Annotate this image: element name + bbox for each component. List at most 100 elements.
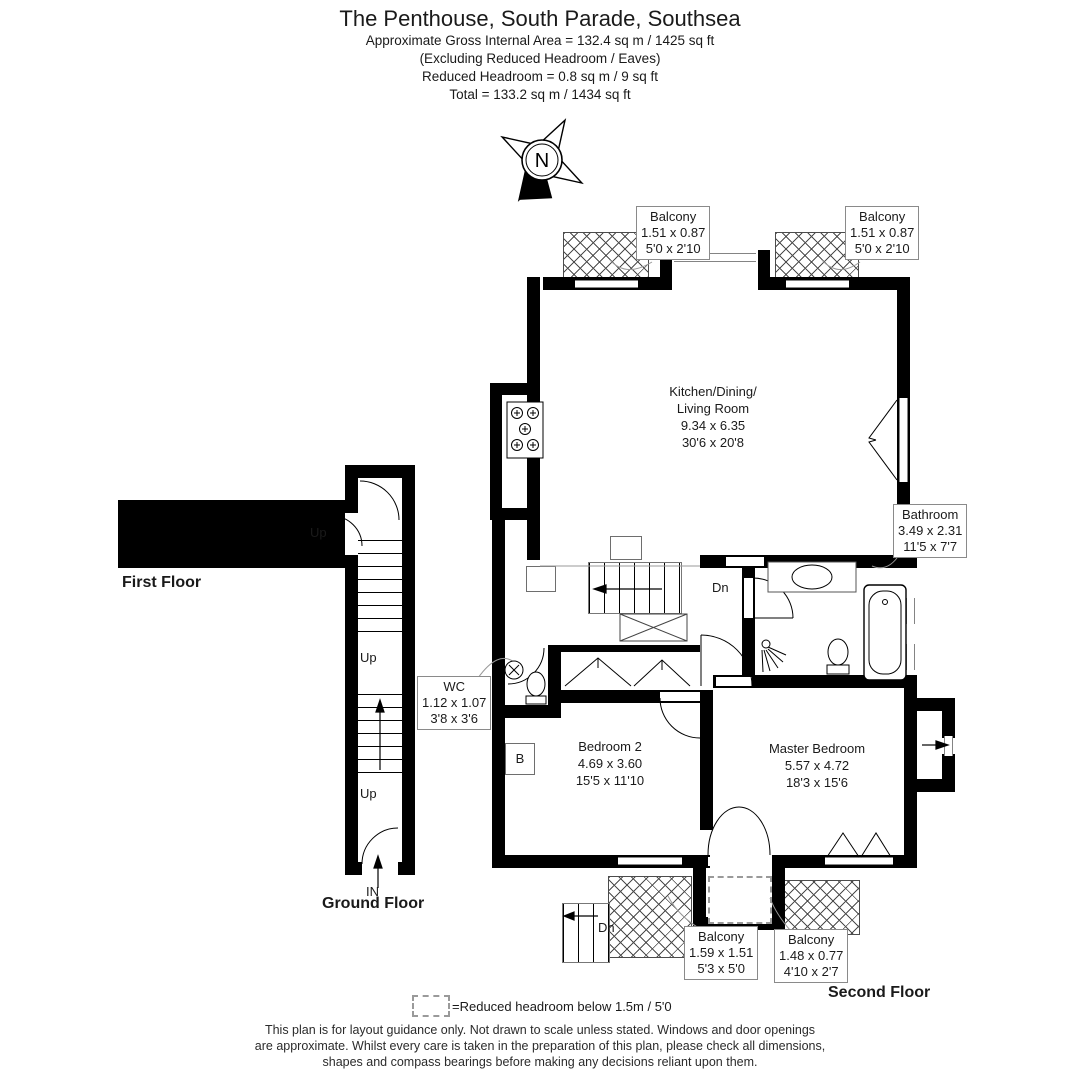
room-size-metric: 1.48 x 0.77: [779, 948, 844, 963]
bedroom2-label: Bedroom 2 4.69 x 3.60 15'5 x 11'10: [545, 738, 675, 789]
up-label-ground-run2: Up: [360, 786, 377, 801]
balcony-top-right-label-box: Balcony 1.51 x 0.87 5'0 x 2'10: [845, 206, 920, 260]
total-area-line: Total = 133.2 sq m / 1434 sq ft: [449, 87, 631, 102]
leader-lines: [477, 259, 898, 931]
door-opening: [716, 677, 752, 686]
room-size-imperial: 3'8 x 3'6: [430, 711, 478, 726]
dn-label-second-floor: Dn: [712, 580, 729, 595]
excluding-line: (Excluding Reduced Headroom / Eaves): [419, 51, 661, 66]
reduced-headroom-swatch: [412, 995, 450, 1017]
balcony-top-left-area: [563, 232, 649, 279]
room-name: Balcony: [650, 209, 697, 224]
room-size-imperial: 15'5 x 11'10: [575, 773, 645, 788]
gross-area-line: Approximate Gross Internal Area = 132.4 …: [365, 33, 715, 48]
room-name: Living Room: [676, 401, 750, 416]
door-opening: [726, 557, 764, 566]
wall-segment: [942, 754, 955, 792]
room-size-imperial: 4'10 x 2'7: [783, 964, 839, 979]
wall-segment: [548, 645, 700, 652]
window: [944, 736, 953, 756]
wardrobe-doors: [564, 657, 691, 687]
room-size-metric: 1.12 x 1.07: [422, 695, 487, 710]
stairs-up-run2: [358, 694, 402, 778]
master-bedroom-label: Master Bedroom 5.57 x 4.72 18'3 x 15'6: [742, 740, 892, 791]
window: [575, 280, 638, 288]
void-box: [619, 613, 688, 642]
wall-segment: [904, 688, 917, 868]
wc-sink-icon: [504, 660, 524, 680]
door-opening: [660, 692, 700, 701]
window: [786, 280, 849, 288]
bathroom-label-box: Bathroom 3.49 x 2.31 11'5 x 7'7: [893, 504, 968, 558]
balcony-bottom-left-label-box: Balcony 1.59 x 1.51 5'3 x 5'0: [684, 926, 759, 980]
boiler-label: B: [515, 751, 525, 766]
wall-segment: [490, 508, 527, 520]
disclaimer-line: are approximate. Whilst every care is ta…: [254, 1039, 826, 1053]
wall-segment: [492, 705, 561, 718]
room-size-imperial: 5'0 x 2'10: [854, 241, 910, 256]
shower-icon: [761, 639, 787, 673]
window: [825, 857, 893, 865]
room-size-metric: 4.69 x 3.60: [577, 756, 643, 771]
balcony-top-right-area: [775, 232, 859, 279]
room-name: Kitchen/Dining/: [669, 384, 757, 399]
wall-segment: [492, 520, 505, 868]
reduced-headroom-line: Reduced Headroom = 0.8 sq m / 9 sq ft: [422, 69, 658, 84]
room-size-imperial: 18'3 x 15'6: [785, 775, 849, 790]
reduced-headroom-area: [708, 876, 772, 924]
bathtub-icon: [863, 584, 907, 681]
wall-segment: [660, 250, 672, 290]
room-name: Bathroom: [901, 507, 959, 522]
room-size-metric: 1.51 x 0.87: [641, 225, 706, 240]
entrance-opening: [362, 862, 398, 875]
room-name: Master Bedroom: [768, 741, 866, 756]
wall-segment: [942, 698, 955, 738]
room-size-metric: 1.59 x 1.51: [689, 945, 754, 960]
wall-segment: [700, 690, 713, 830]
bathroom-toilet-icon: [826, 638, 850, 675]
wc-label-box: WC 1.12 x 1.07 3'8 x 3'6: [417, 676, 492, 730]
balcony-door: [618, 857, 682, 865]
in-label-entrance: IN: [366, 884, 379, 899]
french-door-opening: [708, 857, 770, 866]
room-size-metric: 5.57 x 4.72: [784, 758, 850, 773]
boiler-box: B: [505, 743, 535, 775]
window: [906, 644, 915, 670]
svg-text:N: N: [535, 150, 549, 172]
door-opening: [744, 578, 753, 618]
stairs-down-second-floor: [588, 562, 682, 614]
dn-label-external-stairs: Dn: [598, 920, 615, 935]
furniture-unit: [526, 566, 556, 592]
door-opening: [345, 513, 358, 555]
title-block: The Penthouse, South Parade, Southsea Ap…: [0, 6, 1080, 104]
balcony-bottom-left-area: [608, 876, 692, 958]
balcony-bottom-right-label-box: Balcony 1.48 x 0.77 4'10 x 2'7: [774, 929, 849, 983]
up-label-ground-run1: Up: [360, 650, 377, 665]
legend: =Reduced headroom below 1.5m / 5'0: [412, 995, 672, 1017]
wall-segment: [490, 383, 502, 520]
page-title: The Penthouse, South Parade, Southsea: [339, 6, 741, 31]
first-floor-label: First Floor: [122, 574, 202, 591]
legend-text: =Reduced headroom below 1.5m / 5'0: [452, 998, 672, 1014]
room-size-imperial: 11'5 x 7'7: [903, 539, 958, 554]
room-name: Bedroom 2: [578, 739, 642, 754]
room-size-imperial: 5'0 x 2'10: [645, 241, 701, 256]
room-size-imperial: 5'3 x 5'0: [697, 961, 745, 976]
balcony-top-left-label-box: Balcony 1.51 x 0.87 5'0 x 2'10: [636, 206, 711, 260]
room-size-metric: 3.49 x 2.31: [898, 523, 963, 538]
wall-segment: [527, 277, 540, 560]
room-size-metric: 9.34 x 6.35: [680, 418, 746, 433]
room-name: WC: [443, 679, 465, 694]
up-label-first-floor: Up: [310, 525, 327, 540]
room-size-metric: 1.51 x 0.87: [850, 225, 915, 240]
kitchen-label: Kitchen/Dining/ Living Room 9.34 x 6.35 …: [638, 383, 788, 451]
disclaimer-line: shapes and compass bearings before makin…: [322, 1055, 758, 1069]
window: [906, 598, 915, 624]
room-name: Balcony: [859, 209, 906, 224]
balcony-bottom-right-area: [775, 880, 860, 935]
second-floor-label: Second Floor: [828, 984, 931, 1001]
wall-segment: [758, 250, 770, 290]
disclaimer: This plan is for layout guidance only. N…: [0, 1022, 1080, 1070]
stairwell-interior: [358, 478, 402, 862]
